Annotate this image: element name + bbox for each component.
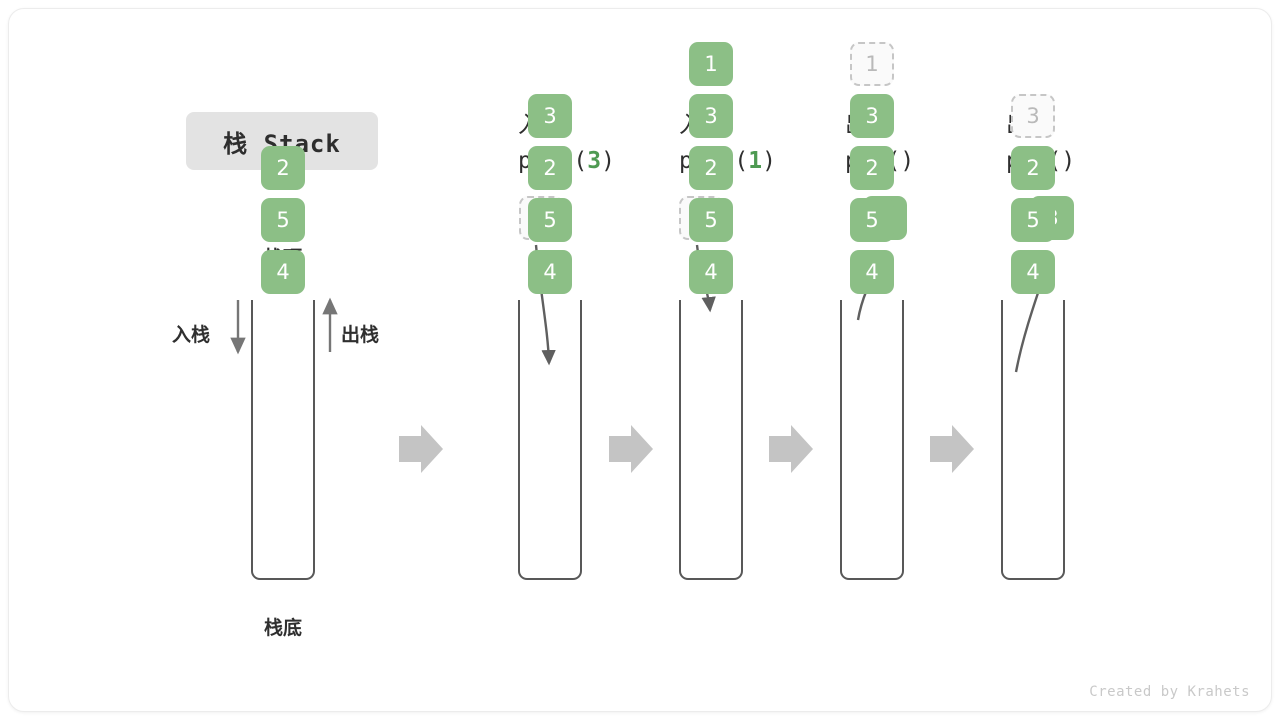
- stack-cell: 5: [1011, 198, 1055, 242]
- code-arg: 3: [587, 147, 602, 174]
- stack-items: 4 5 2 3: [1001, 14, 1065, 294]
- code-suffix: ): [762, 147, 776, 174]
- stack-cell: 4: [261, 250, 305, 294]
- push-direction-label: 入栈: [172, 324, 211, 346]
- stack-cell: 2: [261, 146, 305, 190]
- stack-items: 4 5 2 3 1: [840, 14, 904, 294]
- stack-frame: [518, 300, 582, 580]
- credit-text: Created by Krahets: [1089, 684, 1250, 700]
- stack-cell: 3: [850, 94, 894, 138]
- stack-frame: [251, 300, 315, 580]
- code-suffix: ): [1061, 147, 1076, 174]
- stack-cell: 5: [261, 198, 305, 242]
- stack-cell: 1: [689, 42, 733, 86]
- stack-cell: 4: [850, 250, 894, 294]
- stack-cell: 5: [850, 198, 894, 242]
- stack-cell: 3: [689, 94, 733, 138]
- stack-bottom-label: 栈底: [263, 617, 302, 639]
- stack-cell-ghost: 3: [1011, 94, 1055, 138]
- stack-cell: 4: [1011, 250, 1055, 294]
- stack-cell: 2: [1011, 146, 1055, 190]
- stack-cell: 2: [528, 146, 572, 190]
- stack-cell: 4: [528, 250, 572, 294]
- pop-direction-label: 出栈: [341, 324, 380, 346]
- stack-cell: 4: [689, 250, 733, 294]
- stack-items: 4 5 2 3 1: [679, 14, 743, 294]
- stack-cell: 2: [850, 146, 894, 190]
- stack-frame: [1001, 300, 1065, 580]
- code-suffix: ): [601, 147, 615, 174]
- stack-cell: 5: [689, 198, 733, 242]
- stack-cell: 5: [528, 198, 572, 242]
- stack-cell: 3: [528, 94, 572, 138]
- stack-items: 4 5 2 3: [518, 14, 582, 294]
- code-suffix: ): [900, 147, 915, 174]
- code-arg: 1: [748, 147, 763, 174]
- stack-cell: 2: [689, 146, 733, 190]
- stack-frame: [840, 300, 904, 580]
- stack-frame: [679, 300, 743, 580]
- stack-items: 4 5 2: [251, 14, 315, 294]
- stack-cell-ghost: 1: [850, 42, 894, 86]
